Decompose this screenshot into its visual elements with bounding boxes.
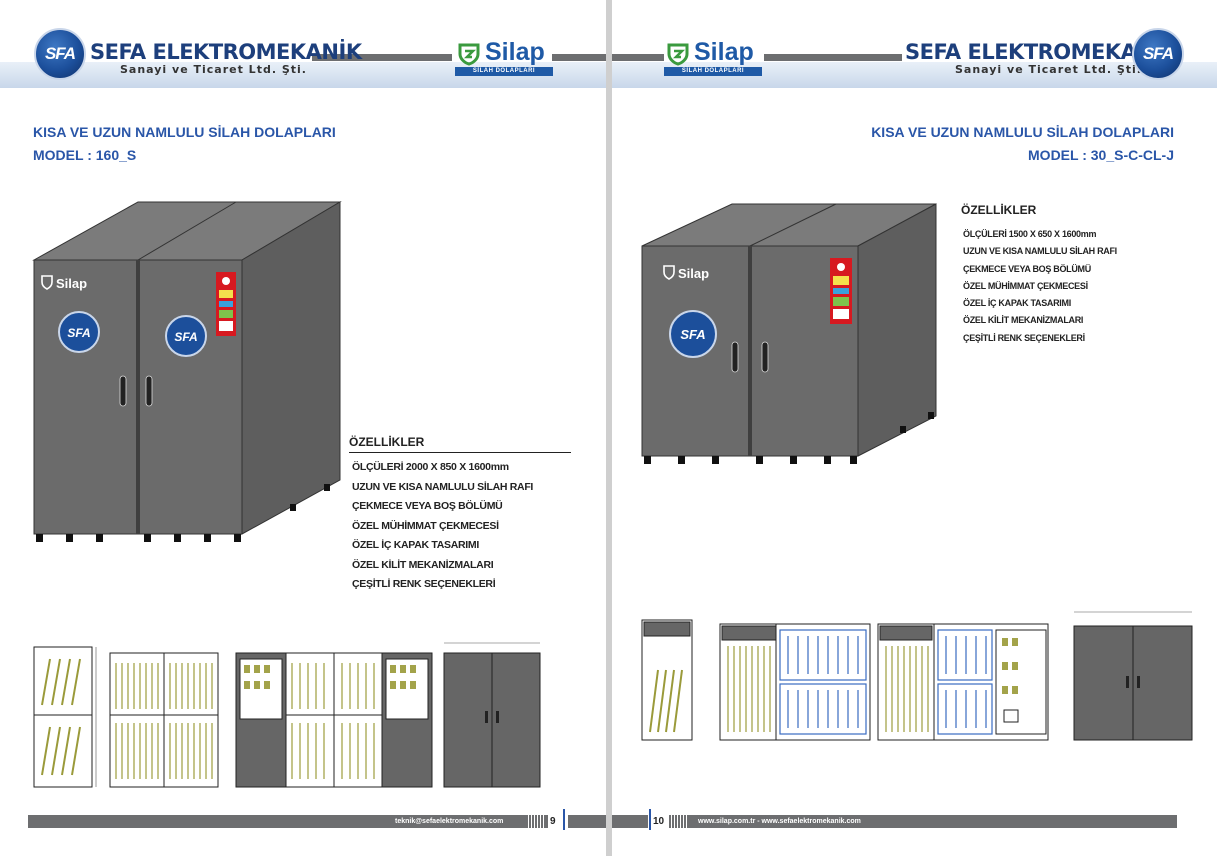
page-number-tick [563,809,565,830]
sfa-logo: SFA [1132,28,1184,80]
cabinet-3d-render: SFA SFA Silap [32,201,342,542]
footer-stripes [528,815,544,828]
features-list: ÖLÇÜLERİ 1500 X 650 X 1600mm UZUN VE KIS… [963,226,1117,347]
header-rule [612,54,664,61]
feature-item: ÇEŞİTLİ RENK SEÇENEKLERİ [352,578,496,590]
feature-item: ÖZEL KİLİT MEKANİZMALARI [963,315,1084,326]
footer-stripes [668,815,686,828]
page-gutter [606,0,612,856]
company-name: SEFA ELEKTROMEKANİK [90,40,362,64]
silap-logo: Silap SİLAH DOLAPLARI [664,38,764,78]
warning-sticker-icon [830,258,852,324]
feature-item: UZUN VE KISA NAMLULU SİLAH RAFI [352,480,534,493]
feature-item: ÖLÇÜLERİ 1500 X 650 X 1600mm [963,229,1097,239]
sfa-door-emblem-icon: SFA [669,310,717,358]
drawing-front-open-rifles [109,652,219,788]
feature-item: ÖZEL İÇ KAPAK TASARIMI [352,539,479,551]
features-heading: ÖZELLİKLER [349,435,425,449]
svg-text:SFA: SFA [680,327,705,342]
drawing-front-closed [443,642,541,788]
features-list: ÖLÇÜLERİ 2000 X 850 X 1600mm UZUN VE KIS… [352,458,533,595]
sfa-door-emblem-icon: SFA [165,315,207,357]
features-rule [349,452,571,453]
feature-item: ÖZEL İÇ KAPAK TASARIMI [963,298,1071,309]
drawing-front-open-doors [877,623,1049,741]
footer-bar [612,815,648,828]
feature-item: UZUN VE KISA NAMLULU SİLAH RAFI [963,246,1117,257]
footer-websites: www.silap.com.tr - www.sefaelektromekani… [698,818,861,825]
feature-item: ÇEKMECE VEYA BOŞ BÖLÜMÜ [963,263,1091,274]
header-rule [764,54,902,61]
header-rule [312,54,452,61]
feature-item: ÇEKMECE VEYA BOŞ BÖLÜMÜ [352,500,503,512]
company-subtitle: Sanayi ve Ticaret Ltd. Şti. [120,63,307,76]
feature-item: ÖZEL MÜHİMMAT ÇEKMECESİ [352,519,499,532]
company-name: SEFA ELEKTROMEKANİK [905,40,1177,64]
svg-text:SFA: SFA [174,330,197,344]
drawing-side-section [641,619,693,741]
feature-item: ÖZEL MÜHİMMAT ÇEKMECESİ [963,280,1088,291]
silap-logo: Silap SİLAH DOLAPLARI [455,38,555,78]
catalog-page-right: Silap SİLAH DOLAPLARI SEFA ELEKTROMEKANİ… [612,0,1217,856]
drawing-front-open-doors [235,652,433,788]
model-label: MODEL : 30_S-C-CL-J [1028,147,1174,163]
technical-drawings [641,611,1193,741]
silap-door-logo-icon: Silap [663,265,709,281]
company-subtitle: Sanayi ve Ticaret Ltd. Şti. [955,63,1142,76]
product-title: KISA VE UZUN NAMLULU SİLAH DOLAPLARI [871,124,1174,140]
technical-drawings [33,642,541,788]
sfa-door-emblem-icon: SFA [58,311,100,353]
sfa-logo: SFA [34,28,86,80]
model-label: MODEL : 160_S [33,147,137,163]
drawing-side-section [33,646,97,788]
drawing-front-open-rifles [719,623,871,741]
svg-text:Silap: Silap [678,266,709,281]
footer-email: teknik@sefaelektromekanik.com [395,818,504,825]
footer-bar [568,815,606,828]
feature-item: ÖZEL KİLİT MEKANİZMALARI [352,558,494,571]
footer-bar [687,815,1177,828]
features-heading: ÖZELLİKLER [961,203,1037,217]
page-number: 10 [653,816,665,827]
catalog-page-left: SFA SEFA ELEKTROMEKANİK Sanayi ve Ticare… [0,0,606,856]
product-title: KISA VE UZUN NAMLULU SİLAH DOLAPLARI [33,124,336,140]
svg-text:Silap: Silap [56,276,87,291]
shield-icon [458,43,480,66]
svg-text:SFA: SFA [67,326,90,340]
footer-bar [28,815,548,828]
shield-icon [667,43,689,66]
drawing-front-closed [1073,611,1193,741]
feature-item: ÖLÇÜLERİ 2000 X 850 X 1600mm [352,461,509,473]
page-number-tick [649,809,651,830]
feature-item: ÇEŞİTLİ RENK SEÇENEKLERİ [963,332,1085,343]
header-rule [552,54,606,61]
page-number: 9 [550,816,556,827]
warning-sticker-icon [216,272,236,336]
cabinet-3d-render: SFA Silap [641,203,937,464]
silap-door-logo-icon: Silap [41,275,87,291]
